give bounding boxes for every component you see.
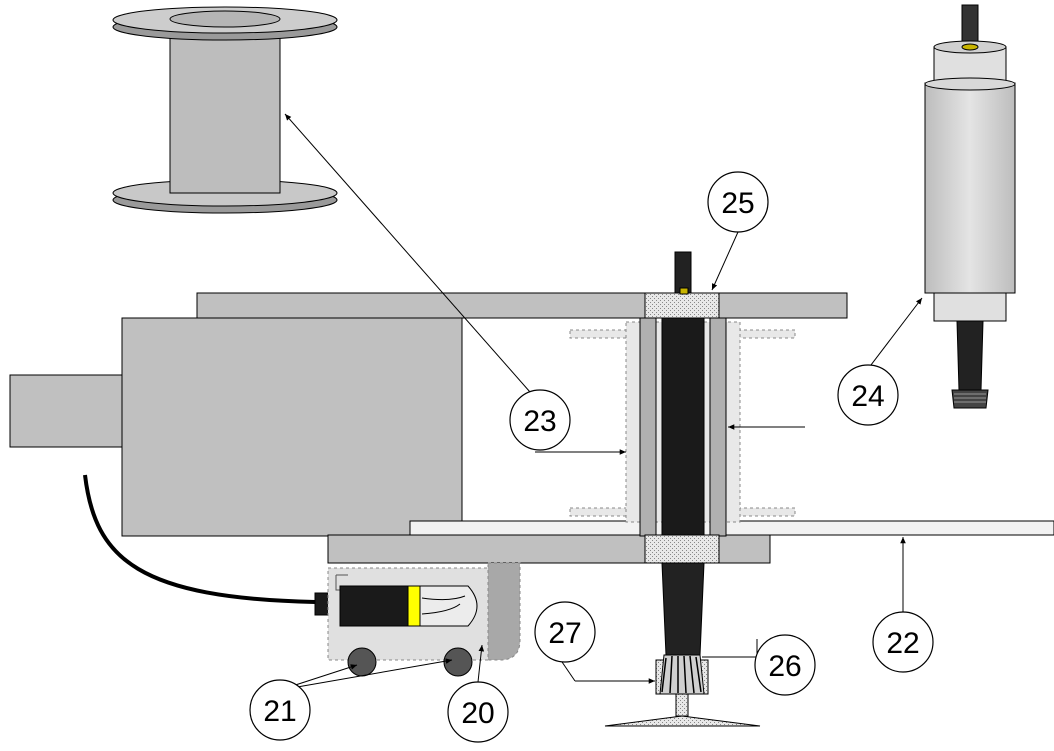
motor-assembly <box>83 474 521 677</box>
lower-shaft <box>661 562 705 656</box>
spindle-assembly <box>569 251 796 727</box>
callout-label-23: 23 <box>523 405 556 438</box>
wheel-left-21 <box>347 647 377 677</box>
cylinder-bottom-shaft <box>956 320 984 391</box>
callout-26: 26 <box>754 634 816 696</box>
callout-21: 21 <box>249 679 311 741</box>
lamp-bulb <box>419 585 478 627</box>
motor-yellow-band <box>407 585 421 627</box>
presser-stem <box>675 693 689 717</box>
lamp-filament <box>421 595 466 615</box>
right-bearing-post <box>709 317 727 537</box>
housing-left-extension <box>9 374 126 448</box>
lower-bushing <box>644 534 720 564</box>
bevel-gear-26 <box>659 654 705 695</box>
motor-bracket <box>487 562 521 661</box>
leader-27-stub <box>559 658 576 682</box>
presser-foot <box>604 715 761 727</box>
callout-label-27: 27 <box>548 617 581 650</box>
wheel-right-21 <box>443 647 473 677</box>
spindle-shaft <box>661 317 705 537</box>
callout-25: 25 <box>707 171 769 233</box>
cylinder-bottom-cap <box>933 292 1007 322</box>
cylinder-body <box>924 82 1016 294</box>
callout-24: 24 <box>837 364 899 426</box>
spool-core <box>169 27 281 194</box>
housing-main-block <box>121 317 463 537</box>
machine-housing <box>9 292 1054 564</box>
cylinder-top-washer <box>961 43 979 51</box>
spool-top-hub <box>169 10 281 28</box>
upper-plate <box>196 292 848 319</box>
callout-27: 27 <box>534 601 596 663</box>
power-cable <box>83 474 316 604</box>
cylinder-thread-lines <box>954 393 986 403</box>
leader-lines <box>279 113 923 691</box>
leader-23-spool <box>284 113 531 393</box>
left-bearing-post <box>639 317 657 537</box>
callout-label-24: 24 <box>851 380 884 413</box>
callout-label-26: 26 <box>768 650 801 683</box>
leader-20 <box>477 644 485 683</box>
cylinder-unit <box>924 4 1016 409</box>
callout-label-21: 21 <box>263 695 296 728</box>
callout-label-20: 20 <box>461 697 494 730</box>
leader-21-right <box>279 658 453 691</box>
callout-20: 20 <box>447 681 509 743</box>
cylinder-threaded-end <box>951 389 989 409</box>
leader-25 <box>711 231 739 291</box>
motor-body <box>339 585 409 627</box>
cylinder-body-top <box>924 77 1016 91</box>
upper-washer <box>679 287 689 295</box>
callout-label-22: 22 <box>886 627 919 660</box>
upper-bushing-25 <box>644 292 720 319</box>
callout-label-25: 25 <box>721 187 754 220</box>
sheet-strip-22 <box>409 520 1054 536</box>
spool <box>112 6 338 214</box>
callout-23: 23 <box>509 389 571 451</box>
callout-22: 22 <box>872 611 934 673</box>
